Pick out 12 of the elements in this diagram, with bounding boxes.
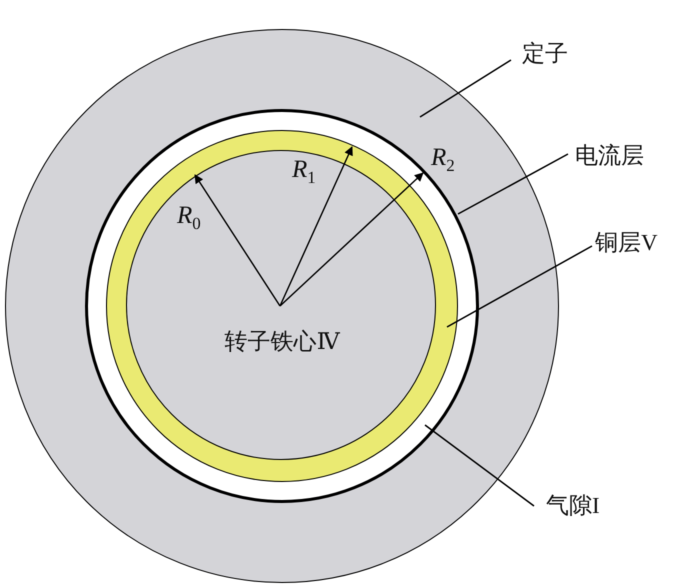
radius-label: R$_{0}$ [177, 203, 201, 232]
leader-line [420, 59, 512, 118]
copper-layer-label: 铜层V [595, 230, 658, 256]
stator-label: 定子 [522, 41, 568, 66]
leader-line [446, 245, 592, 328]
leader-line [424, 424, 534, 507]
radius-label: R$_{1}$ [292, 157, 316, 186]
leader-line [458, 153, 568, 215]
rotor-core-label: 转子铁心Ⅳ [224, 329, 340, 354]
current-layer-label: 电流层 [575, 143, 644, 168]
air-gap-label: 气隙I [546, 493, 600, 518]
radius-label: R$_{2}$ [431, 145, 455, 174]
